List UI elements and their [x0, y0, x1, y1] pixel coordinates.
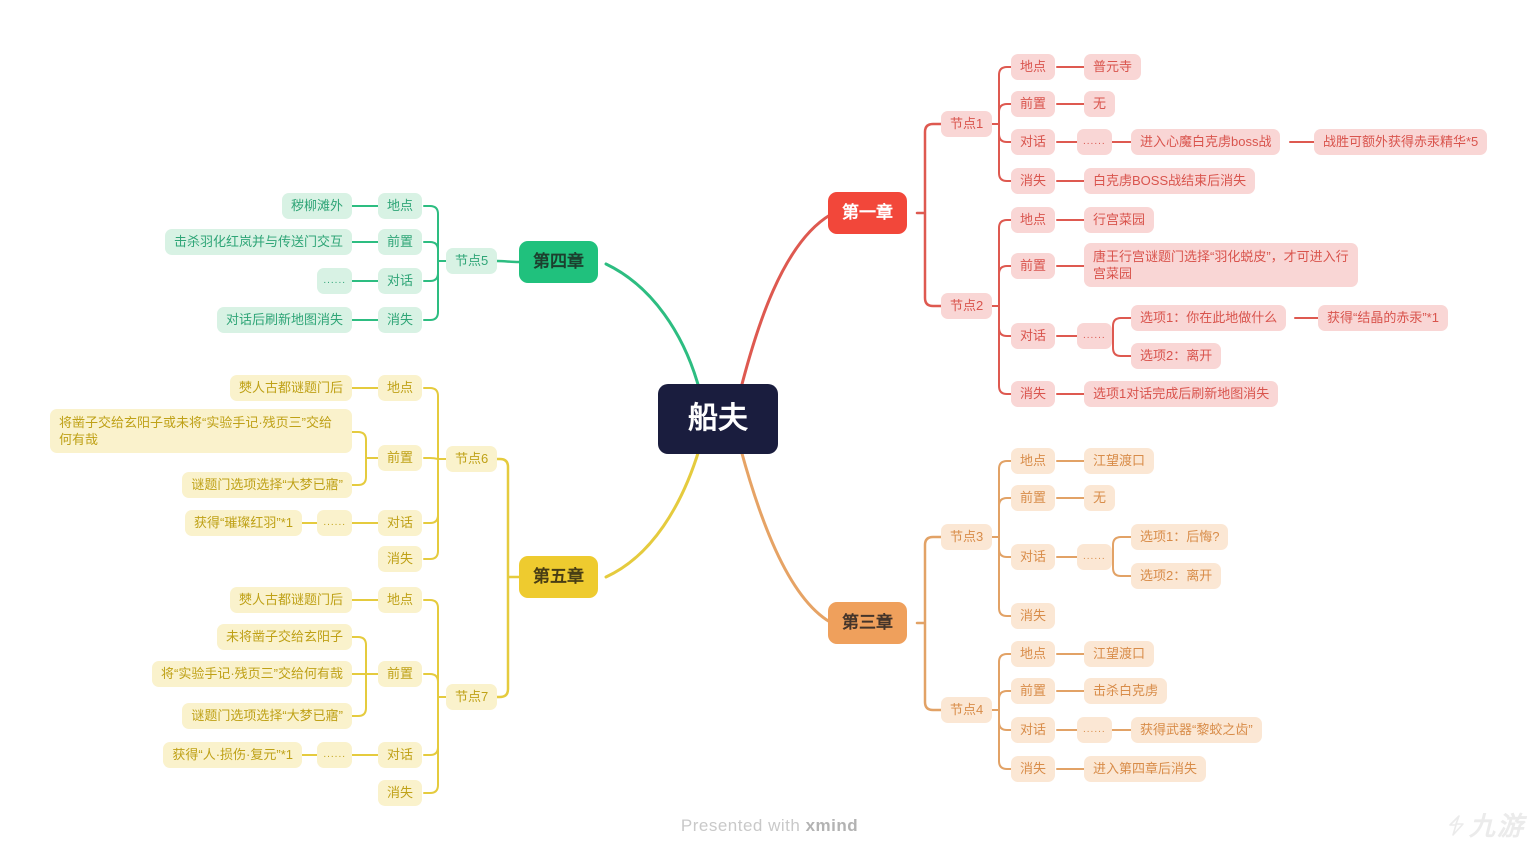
node-5-talk-ellipsis[interactable]: ...... [317, 268, 352, 294]
presented-with-xmind-label: Presented with xmind [0, 816, 1539, 836]
node-1-gone-label[interactable]: 消失 [1011, 168, 1056, 194]
node-4-talk-label[interactable]: 对话 [1011, 717, 1056, 743]
node-4-place-label[interactable]: 地点 [1011, 641, 1056, 667]
node-5-place-value[interactable]: 秽柳滩外 [281, 193, 352, 219]
presented-text: Presented with [680, 816, 806, 835]
node-6-pre-value-2[interactable]: 谜题门选项选择“大梦已寤” [182, 472, 352, 498]
branch-chapter3 [739, 448, 832, 624]
node-6-talk-ellipsis[interactable]: ...... [317, 510, 352, 536]
node-2-talk-ellipsis[interactable]: ...... [1077, 323, 1112, 349]
node-2-talk-label[interactable]: 对话 [1011, 323, 1056, 349]
node-1-place-value[interactable]: 普元寺 [1084, 54, 1142, 80]
node-6-talk-reward[interactable]: 获得“璀璨红羽”*1 [185, 510, 302, 536]
node-5-place-label[interactable]: 地点 [378, 193, 423, 219]
branch-chapter4 [604, 262, 701, 390]
node-2-pre-label[interactable]: 前置 [1011, 253, 1056, 279]
node-6-topic[interactable]: 节点6 [446, 446, 498, 472]
jiuyou-watermark: 九游 [1443, 806, 1525, 843]
node-4-place-value[interactable]: 江望渡口 [1084, 641, 1155, 667]
node-2-topic[interactable]: 节点2 [941, 293, 993, 319]
node-4-topic[interactable]: 节点4 [941, 697, 993, 723]
node-7-talk-ellipsis[interactable]: ...... [317, 742, 352, 768]
node-4-gone-value[interactable]: 进入第四章后消失 [1084, 756, 1207, 782]
node-2-gone-label[interactable]: 消失 [1011, 381, 1056, 407]
node-1-topic[interactable]: 节点1 [941, 111, 993, 137]
node-2-option1-reward[interactable]: 获得“结晶的赤汞”*1 [1318, 305, 1448, 331]
node-7-place-value[interactable]: 僰人古都谜题门后 [229, 587, 352, 613]
chapter-4-topic[interactable]: 第四章 [519, 241, 598, 283]
node-7-topic[interactable]: 节点7 [446, 684, 498, 710]
branch-chapter1 [739, 213, 832, 390]
node-3-place-label[interactable]: 地点 [1011, 448, 1056, 474]
node-3-talk-ellipsis[interactable]: ...... [1077, 544, 1112, 570]
node-6-pre-value-1[interactable]: 将凿子交给玄阳子或未将“实验手记·残页三”交给何有哉 [50, 409, 352, 453]
jiuyou-logo-icon [1449, 815, 1464, 836]
node-2-pre-value[interactable]: 唐王行宫谜题门选择“羽化蜕皮”，才可进入行宫菜园 [1084, 243, 1358, 287]
node-5-pre-value[interactable]: 击杀羽化红岚并与传送门交互 [164, 229, 352, 255]
node-1-pre-value[interactable]: 无 [1084, 91, 1116, 117]
yellow-connectors [297, 387, 521, 794]
node-6-place-value[interactable]: 僰人古都谜题门后 [229, 375, 352, 401]
node-1-gone-value[interactable]: 白克虏BOSS战结束后消失 [1084, 168, 1256, 194]
node-3-talk-label[interactable]: 对话 [1011, 544, 1056, 570]
node-5-pre-label[interactable]: 前置 [378, 229, 423, 255]
node-3-place-value[interactable]: 江望渡口 [1084, 448, 1155, 474]
node-1-place-label[interactable]: 地点 [1011, 54, 1056, 80]
node-1-pre-label[interactable]: 前置 [1011, 91, 1056, 117]
node-7-place-label[interactable]: 地点 [378, 587, 423, 613]
root-topic[interactable]: 船夫 [658, 384, 778, 454]
chapter-5-topic[interactable]: 第五章 [519, 556, 598, 598]
node-2-option2[interactable]: 选项2：离开 [1131, 343, 1222, 369]
node-2-place-value[interactable]: 行宫菜园 [1084, 207, 1155, 233]
node-3-pre-value[interactable]: 无 [1084, 485, 1116, 511]
node-4-gone-label[interactable]: 消失 [1011, 756, 1056, 782]
xmind-brand-text: xmind [805, 816, 859, 835]
branch-chapter5 [604, 448, 701, 579]
node-4-pre-value[interactable]: 击杀白克虏 [1084, 678, 1168, 704]
node-5-talk-label[interactable]: 对话 [378, 268, 423, 294]
node-5-gone-value[interactable]: 对话后刷新地图消失 [216, 307, 352, 333]
node-7-pre-value-3[interactable]: 谜题门选项选择“大梦已寤” [182, 703, 352, 729]
node-6-pre-label[interactable]: 前置 [378, 445, 423, 471]
node-6-talk-label[interactable]: 对话 [378, 510, 423, 536]
node-3-gone-label[interactable]: 消失 [1011, 603, 1056, 629]
chapter-1-topic[interactable]: 第一章 [828, 192, 907, 234]
node-4-pre-label[interactable]: 前置 [1011, 678, 1056, 704]
green-connectors [349, 205, 521, 321]
node-5-gone-label[interactable]: 消失 [378, 307, 423, 333]
jiuyou-text: 九游 [1468, 811, 1525, 841]
node-2-gone-value[interactable]: 选项1对话完成后刷新地图消失 [1084, 381, 1279, 407]
node-7-gone-label[interactable]: 消失 [378, 780, 423, 806]
node-7-pre-value-2[interactable]: 将“实验手记·残页三”交给何有哉 [152, 661, 352, 687]
node-1-talk-step2[interactable]: 战胜可额外获得赤汞精华*5 [1314, 129, 1488, 155]
node-3-pre-label[interactable]: 前置 [1011, 485, 1056, 511]
node-1-talk-step1[interactable]: 进入心魔白克虏boss战 [1131, 129, 1281, 155]
node-2-option1[interactable]: 选项1：你在此地做什么 [1131, 305, 1287, 331]
node-7-talk-label[interactable]: 对话 [378, 742, 423, 768]
node-6-gone-label[interactable]: 消失 [378, 546, 423, 572]
node-6-place-label[interactable]: 地点 [378, 375, 423, 401]
node-1-talk-label[interactable]: 对话 [1011, 129, 1056, 155]
node-3-topic[interactable]: 节点3 [941, 524, 993, 550]
node-3-option2[interactable]: 选项2：离开 [1131, 563, 1222, 589]
node-7-pre-value-1[interactable]: 未将凿子交给玄阳子 [216, 624, 352, 650]
node-3-option1[interactable]: 选项1：后悔? [1131, 524, 1229, 550]
node-7-pre-label[interactable]: 前置 [378, 661, 423, 687]
node-4-talk-step1[interactable]: 获得武器“黎蛟之齿” [1131, 717, 1262, 743]
node-7-talk-reward[interactable]: 获得“人·损伤·复元”*1 [163, 742, 302, 768]
node-1-talk-ellipsis[interactable]: ...... [1077, 129, 1112, 155]
chapter-3-topic[interactable]: 第三章 [828, 602, 907, 644]
node-2-place-label[interactable]: 地点 [1011, 207, 1056, 233]
node-5-topic[interactable]: 节点5 [446, 248, 498, 274]
node-4-talk-ellipsis[interactable]: ...... [1077, 717, 1112, 743]
